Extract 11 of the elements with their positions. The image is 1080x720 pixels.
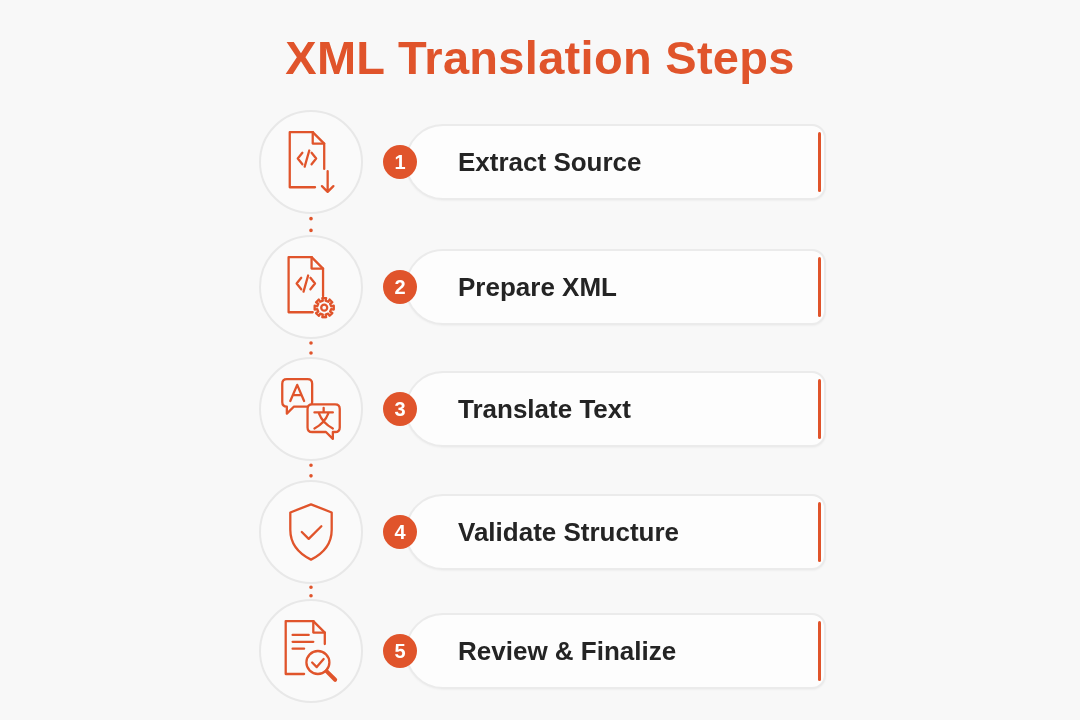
title: XML Translation Steps bbox=[285, 30, 795, 86]
step-number-badge: 2 bbox=[383, 270, 417, 304]
step-title: Translate Text bbox=[458, 393, 631, 425]
step-title: Validate Structure bbox=[458, 516, 680, 548]
step-number-badge: 3 bbox=[383, 392, 417, 426]
step-title: Review & Finalize bbox=[458, 635, 677, 667]
step-title: Prepare XML bbox=[458, 271, 617, 303]
step-number-badge: 4 bbox=[383, 515, 417, 549]
step-title: Extract Source bbox=[458, 146, 642, 178]
step-number-badge: 5 bbox=[383, 634, 417, 668]
step-number-badge: 1 bbox=[383, 145, 417, 179]
